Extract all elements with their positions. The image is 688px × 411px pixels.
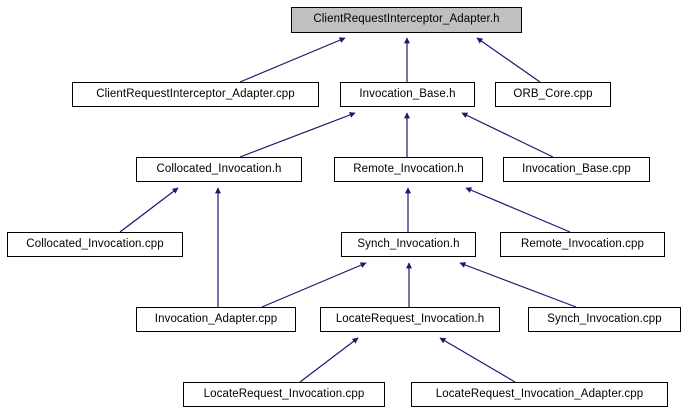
graph-node-label: Invocation_Base.cpp [522, 162, 631, 175]
graph-edge-n12-to-n8 [459, 262, 577, 308]
graph-node[interactable]: Collocated_Invocation.h [136, 157, 302, 182]
graph-node[interactable]: Invocation_Adapter.cpp [136, 307, 296, 332]
graph-edge-n14-to-n11 [439, 337, 516, 383]
graph-node[interactable]: Remote_Invocation.h [334, 157, 483, 182]
graph-node-label: ClientRequestInterceptor_Adapter.h [313, 13, 500, 26]
graph-edge-n10-to-n8 [261, 262, 367, 308]
graph-node[interactable]: ORB_Core.cpp [495, 82, 611, 107]
graph-node[interactable]: LocateRequest_Invocation.h [320, 307, 500, 332]
graph-node-label: Remote_Invocation.cpp [521, 237, 644, 250]
graph-node-label: Invocation_Base.h [359, 87, 456, 100]
graph-node-label: Invocation_Adapter.cpp [154, 312, 278, 325]
graph-node-label: ClientRequestInterceptor_Adapter.cpp [96, 87, 295, 100]
graph-node[interactable]: LocateRequest_Invocation.cpp [183, 382, 385, 407]
graph-node-label: Collocated_Invocation.cpp [26, 237, 164, 250]
graph-node-label: Synch_Invocation.h [357, 237, 460, 250]
graph-node[interactable]: Synch_Invocation.h [341, 232, 476, 257]
graph-node-label: Synch_Invocation.cpp [547, 312, 662, 325]
graph-node[interactable]: Synch_Invocation.cpp [528, 307, 681, 332]
graph-node[interactable]: Invocation_Base.cpp [503, 157, 650, 182]
graph-edge-n4-to-n2 [239, 112, 356, 158]
graph-edge-n7-to-n4 [119, 187, 179, 233]
graph-node-label: Remote_Invocation.h [353, 162, 464, 175]
graph-node-label: ORB_Core.cpp [513, 87, 593, 100]
graph-edge-n3-to-n0 [476, 37, 541, 83]
graph-node-root[interactable]: ClientRequestInterceptor_Adapter.h [291, 7, 522, 33]
graph-node[interactable]: Remote_Invocation.cpp [500, 232, 665, 257]
graph-node-label: LocateRequest_Invocation_Adapter.cpp [435, 387, 644, 400]
graph-node-label: LocateRequest_Invocation.h [335, 312, 485, 325]
graph-node[interactable]: Invocation_Base.h [340, 82, 475, 107]
graph-edge-n6-to-n2 [461, 112, 554, 158]
graph-edge-n1-to-n0 [239, 37, 346, 83]
graph-edge-n9-to-n5 [465, 187, 571, 233]
graph-edge-n13-to-n11 [299, 337, 359, 383]
graph-node-label: Collocated_Invocation.h [156, 162, 282, 175]
graph-node[interactable]: LocateRequest_Invocation_Adapter.cpp [411, 382, 668, 407]
graph-node[interactable]: Collocated_Invocation.cpp [7, 232, 183, 257]
graph-node[interactable]: ClientRequestInterceptor_Adapter.cpp [72, 82, 319, 107]
graph-node-label: LocateRequest_Invocation.cpp [203, 387, 365, 400]
